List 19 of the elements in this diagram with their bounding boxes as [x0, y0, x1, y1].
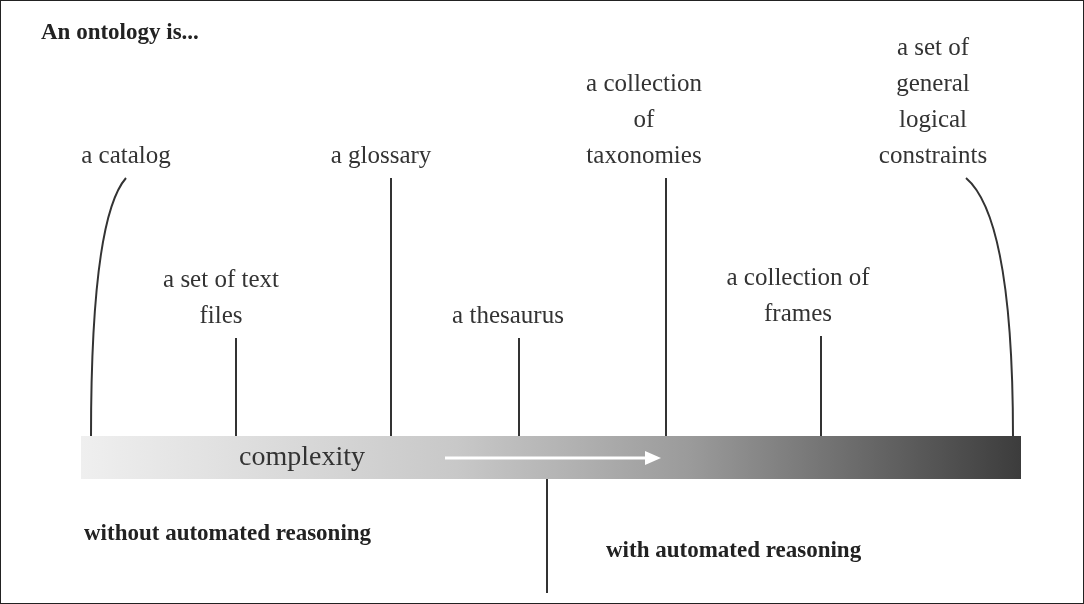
bar-label: complexity — [239, 440, 365, 472]
term-label: a thesaurus — [423, 297, 593, 333]
leader-line — [235, 337, 237, 438]
region-label: with automated reasoning — [606, 536, 863, 564]
leader-line — [820, 335, 822, 438]
term-label: a set of general logical constraints — [863, 29, 1003, 173]
term-label: a collection of taxonomies — [574, 65, 714, 173]
term-label: a glossary — [301, 137, 461, 173]
term-label: a set of text files — [141, 261, 301, 333]
term-label: a collection of frames — [698, 259, 898, 331]
curved-leader-line — [965, 177, 1014, 438]
curved-leader-line — [90, 177, 127, 438]
term-label: a catalog — [46, 137, 206, 173]
heading: An ontology is... — [41, 18, 199, 46]
gradient-bar — [81, 436, 1021, 479]
region-label: without automated reasoning — [84, 519, 373, 547]
leader-line — [390, 177, 392, 438]
leader-line — [518, 337, 520, 438]
leader-line — [665, 177, 667, 438]
